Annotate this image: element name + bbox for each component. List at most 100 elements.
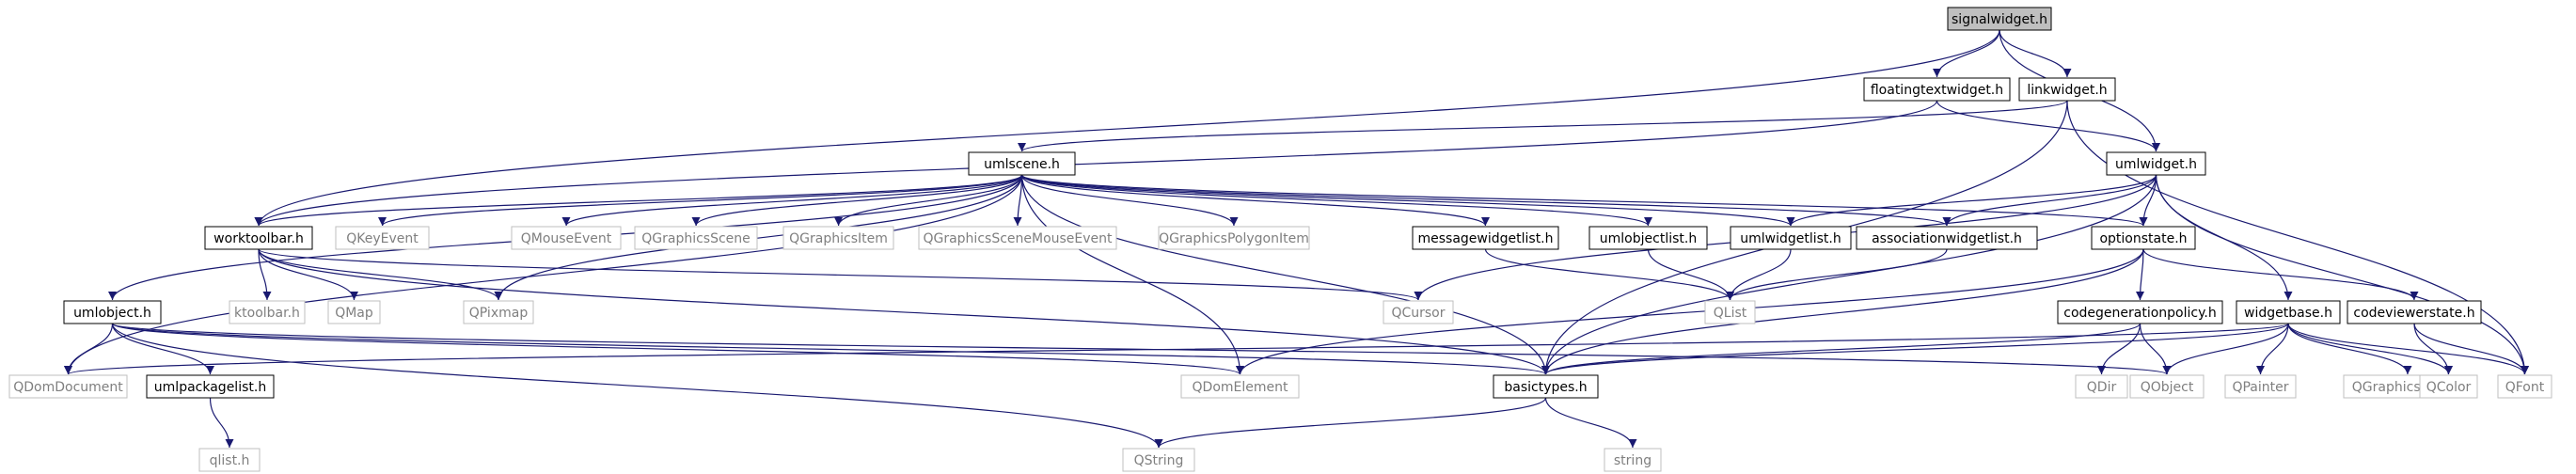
edge-umlscene-to-associationwidgetlist	[1020, 174, 1952, 227]
edge-umlscene-to-umlwidgetlist	[1020, 174, 1795, 227]
node-label-QDomDocument: QDomDocument	[13, 380, 123, 395]
node-QPainter: QPainter	[2224, 374, 2297, 399]
node-umlobject[interactable]: umlobject.h	[63, 300, 162, 324]
node-label-QMouseEvent: QMouseEvent	[521, 231, 612, 246]
dependency-edges	[64, 29, 2529, 449]
node-QDir: QDir	[2075, 374, 2128, 399]
edge-codegenerationpolicy-to-QObject	[2139, 323, 2172, 375]
node-umlwidgetlist[interactable]: umlwidgetlist.h	[1730, 226, 1852, 250]
node-label-messagewidgetlist: messagewidgetlist.h	[1417, 231, 1553, 246]
node-box-QPixmap	[463, 300, 534, 324]
node-QGraphicsPolygonItem: QGraphicsPolygonItem	[1158, 226, 1310, 250]
node-box-basictypes	[1493, 374, 1599, 399]
node-label-QKeyEvent: QKeyEvent	[346, 231, 419, 246]
node-basictypes[interactable]: basictypes.h	[1493, 374, 1599, 399]
node-box-widgetbase	[2236, 300, 2341, 324]
node-floatingtextwidget[interactable]: floatingtextwidget.h	[1863, 77, 2011, 102]
node-label-QCursor: QCursor	[1391, 306, 1445, 321]
node-label-QDomElement: QDomElement	[1193, 380, 1288, 395]
node-box-QList	[1704, 300, 1756, 324]
node-box-codeviewerstate	[2347, 300, 2482, 324]
node-label-codeviewerstate: codeviewerstate.h	[2353, 306, 2474, 321]
node-box-umlobjectlist	[1588, 226, 1708, 250]
edge-worktoolbar-to-QMap	[258, 248, 358, 301]
node-box-QKeyEvent	[335, 226, 430, 250]
node-QKeyEvent: QKeyEvent	[335, 226, 430, 250]
edge-umlscene-to-basictypes	[1020, 174, 1550, 375]
edge-umlwidget-to-umlwidgetlist	[1786, 174, 2157, 227]
node-widgetbase[interactable]: widgetbase.h	[2236, 300, 2341, 324]
edge-optionstate-to-codeviewerstate	[2142, 248, 2419, 301]
node-signalwidget[interactable]: signalwidget.h	[1947, 7, 2052, 31]
node-box-floatingtextwidget	[1863, 77, 2011, 102]
node-label-umlwidgetlist: umlwidgetlist.h	[1740, 231, 1841, 246]
edge-worktoolbar-to-basictypes	[258, 248, 1550, 375]
node-umlscene[interactable]: umlscene.h	[968, 151, 1076, 176]
node-label-widgetbase: widgetbase.h	[2244, 306, 2332, 321]
node-umlpackagelist[interactable]: umlpackagelist.h	[146, 374, 275, 399]
node-label-string: string	[1614, 453, 1651, 468]
node-label-QGraphicsScene: QGraphicsScene	[641, 231, 751, 246]
node-QCursor: QCursor	[1383, 300, 1454, 324]
node-worktoolbar[interactable]: worktoolbar.h	[204, 226, 313, 250]
node-QGraphicsSceneMouseEvent: QGraphicsSceneMouseEvent	[918, 226, 1117, 250]
node-label-QFont: QFont	[2505, 380, 2545, 395]
node-box-umlwidget	[2106, 151, 2206, 176]
edge-umlwidget-to-basictypes	[1541, 174, 2157, 375]
node-linkwidget[interactable]: linkwidget.h	[2018, 77, 2116, 102]
node-label-umlpackagelist: umlpackagelist.h	[154, 380, 266, 395]
edge-umlscene-to-QDomElement	[1020, 174, 1244, 375]
node-box-QFont	[2497, 374, 2552, 399]
node-box-QGraphicsItem	[782, 226, 894, 250]
node-label-umlobject: umlobject.h	[73, 306, 151, 321]
node-messagewidgetlist[interactable]: messagewidgetlist.h	[1412, 226, 1559, 250]
node-box-string	[1604, 448, 1662, 472]
node-codeviewerstate[interactable]: codeviewerstate.h	[2347, 300, 2482, 324]
edge-widgetbase-to-QDomDocument	[64, 323, 2289, 375]
node-label-linkwidget: linkwidget.h	[2027, 83, 2107, 98]
edge-umlobjectlist-to-QList	[1647, 248, 1734, 301]
edge-worktoolbar-to-QPixmap	[258, 248, 503, 301]
node-umlobjectlist[interactable]: umlobjectlist.h	[1588, 226, 1708, 250]
node-box-QColor	[2419, 374, 2478, 399]
node-box-QGraphicsPolygonItem	[1158, 226, 1310, 250]
node-box-QMap	[327, 300, 381, 324]
node-codegenerationpolicy[interactable]: codegenerationpolicy.h	[2057, 300, 2223, 324]
node-box-codegenerationpolicy	[2057, 300, 2223, 324]
edge-optionstate-to-QDomElement	[1236, 248, 2144, 375]
node-QMap: QMap	[327, 300, 381, 324]
edge-umlscene-to-worktoolbar	[254, 174, 1023, 227]
node-qlist: qlist.h	[198, 448, 261, 472]
node-umlwidget[interactable]: umlwidget.h	[2106, 151, 2206, 176]
node-box-associationwidgetlist	[1856, 226, 2038, 250]
node-box-messagewidgetlist	[1412, 226, 1559, 250]
node-label-QColor: QColor	[2426, 380, 2472, 395]
edge-signalwidget-to-worktoolbar	[254, 29, 2000, 227]
node-label-optionstate: optionstate.h	[2099, 231, 2187, 246]
node-box-QDomDocument	[8, 374, 128, 399]
node-string: string	[1604, 448, 1662, 472]
node-label-QGraphicsItem: QGraphicsItem	[789, 231, 888, 246]
node-label-QMap: QMap	[335, 306, 373, 321]
edge-umlscene-to-QGraphicsPolygonItem	[1020, 174, 1239, 227]
edge-widgetbase-to-QObject	[2162, 323, 2289, 375]
node-optionstate[interactable]: optionstate.h	[2091, 226, 2196, 250]
node-box-QCursor	[1383, 300, 1454, 324]
node-QPixmap: QPixmap	[463, 300, 534, 324]
node-QList: QList	[1704, 300, 1756, 324]
node-QDomDocument: QDomDocument	[8, 374, 128, 399]
edge-widgetbase-to-basictypes	[1541, 323, 2289, 375]
edge-umlobject-to-umlpackagelist	[111, 323, 214, 375]
node-label-QGraphicsPolygonItem: QGraphicsPolygonItem	[1159, 231, 1309, 246]
edge-umlwidget-to-QFont	[2155, 174, 2529, 375]
node-box-QGraphicsSceneMouseEvent	[918, 226, 1117, 250]
node-box-umlobject	[63, 300, 162, 324]
node-associationwidgetlist[interactable]: associationwidgetlist.h	[1856, 226, 2038, 250]
node-box-QObject	[2129, 374, 2205, 399]
edge-umlobject-to-basictypes	[111, 323, 1550, 375]
node-QFont: QFont	[2497, 374, 2552, 399]
node-label-QDir: QDir	[2087, 380, 2117, 395]
edge-codeviewerstate-to-QFont	[2413, 323, 2529, 375]
node-label-associationwidgetlist: associationwidgetlist.h	[1872, 231, 2022, 246]
edge-umlscene-to-QKeyEvent	[378, 174, 1023, 227]
